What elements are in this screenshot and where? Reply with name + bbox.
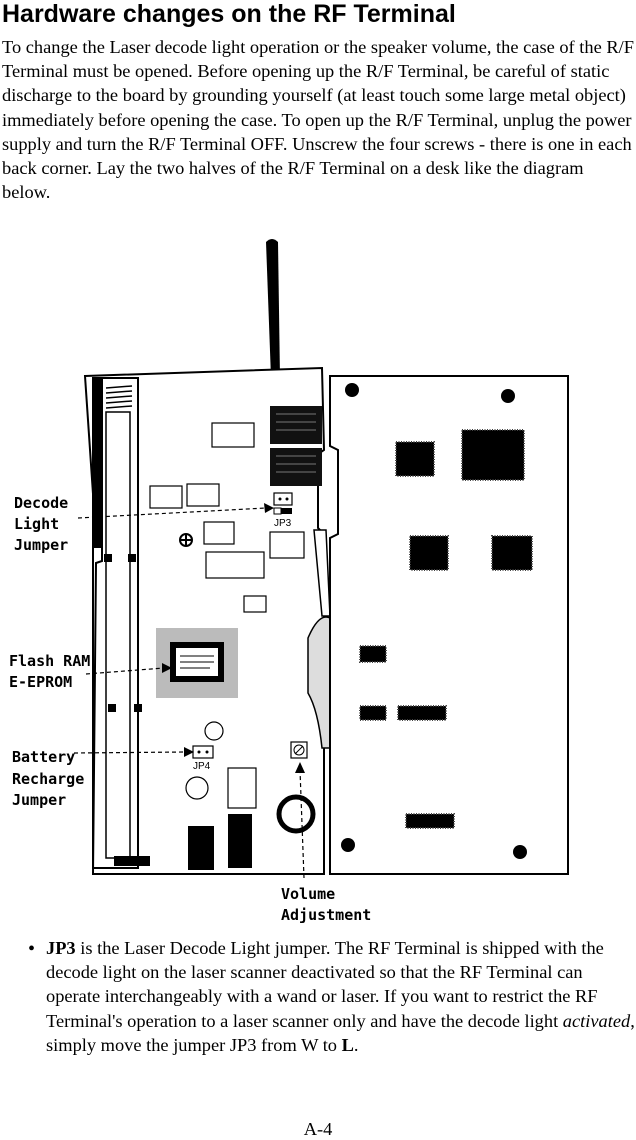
jp3-bullet-paragraph: JP3 is the Laser Decode Light jumper. Th… <box>46 938 635 1055</box>
svg-text:Decode: Decode <box>14 494 68 512</box>
svg-text:Jumper: Jumper <box>12 791 66 809</box>
speaker-ring <box>276 794 316 834</box>
svg-text:Recharge: Recharge <box>12 770 84 788</box>
right-case-half <box>329 375 569 875</box>
callout-flash-ram: Flash RAM E-EPROM <box>9 652 90 691</box>
intro-paragraph: To change the Laser decode light operati… <box>2 37 634 203</box>
jp3-jumper: JP3 <box>273 492 293 529</box>
callout-volume-adjustment: Volume Adjustment <box>281 885 371 924</box>
bullet-marker: • <box>28 938 36 960</box>
volume-pot <box>290 741 308 759</box>
rf-terminal-diagram: JP3 JP4 <box>9 239 569 924</box>
page-heading: Hardware changes on the RF Terminal <box>2 0 456 28</box>
callout-battery-recharge: Battery Recharge Jumper <box>12 748 84 809</box>
svg-text:Volume: Volume <box>281 885 335 903</box>
left-case-half: JP3 JP4 <box>83 366 326 875</box>
svg-text:Light: Light <box>14 515 59 533</box>
jp3-label: JP3 <box>274 518 292 529</box>
antenna <box>266 239 280 378</box>
jp4-jumper: JP4 <box>192 745 214 772</box>
callout-decode-light: Decode Light Jumper <box>14 494 68 554</box>
battery-compartment <box>92 377 139 869</box>
svg-text:Battery: Battery <box>12 748 75 766</box>
svg-text:Jumper: Jumper <box>14 536 68 554</box>
jp3-term: JP3 <box>46 938 76 958</box>
flash-ram-chip <box>156 628 238 698</box>
jp4-label: JP4 <box>193 761 211 772</box>
callout-arrowheads <box>162 503 305 773</box>
svg-text:Adjustment: Adjustment <box>281 906 371 924</box>
svg-text:E-EPROM: E-EPROM <box>9 673 72 691</box>
page-number: A-4 <box>303 1119 333 1139</box>
activated-emphasis: activated <box>562 1010 631 1031</box>
callout-leaders <box>73 507 305 879</box>
svg-text:Flash RAM: Flash RAM <box>9 652 90 670</box>
l-position-term: L <box>341 1034 354 1055</box>
